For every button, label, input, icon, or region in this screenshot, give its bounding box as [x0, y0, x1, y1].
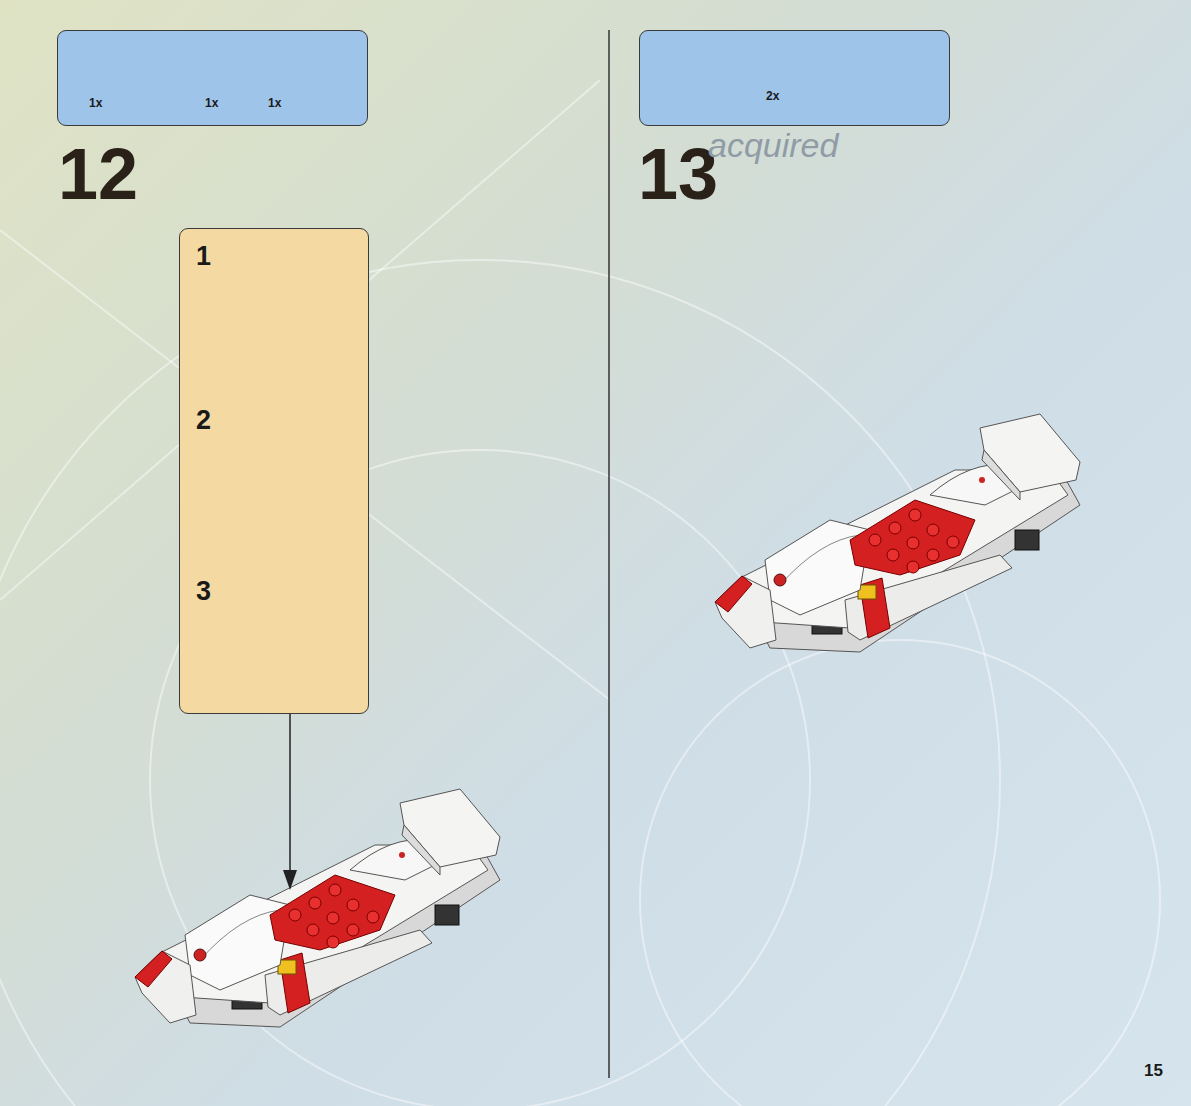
quantity-label: 1x	[268, 96, 281, 110]
quantity-label: 1x	[89, 96, 102, 110]
page-number: 15	[1144, 1062, 1163, 1079]
substep-number: 3	[196, 576, 211, 607]
parts-callout: 2x	[639, 30, 950, 126]
substep-number: 1	[196, 241, 211, 272]
step-number: 13	[638, 138, 718, 210]
quantity-label: 1x	[205, 96, 218, 110]
quantity-label: 2x	[766, 89, 779, 103]
watermark: acquired	[708, 128, 838, 162]
step-number: 12	[58, 138, 138, 210]
subassembly-box: 1 2 3	[179, 228, 369, 714]
parts-callout: 1x 1x 1x	[57, 30, 368, 126]
substep-number: 2	[196, 405, 211, 436]
